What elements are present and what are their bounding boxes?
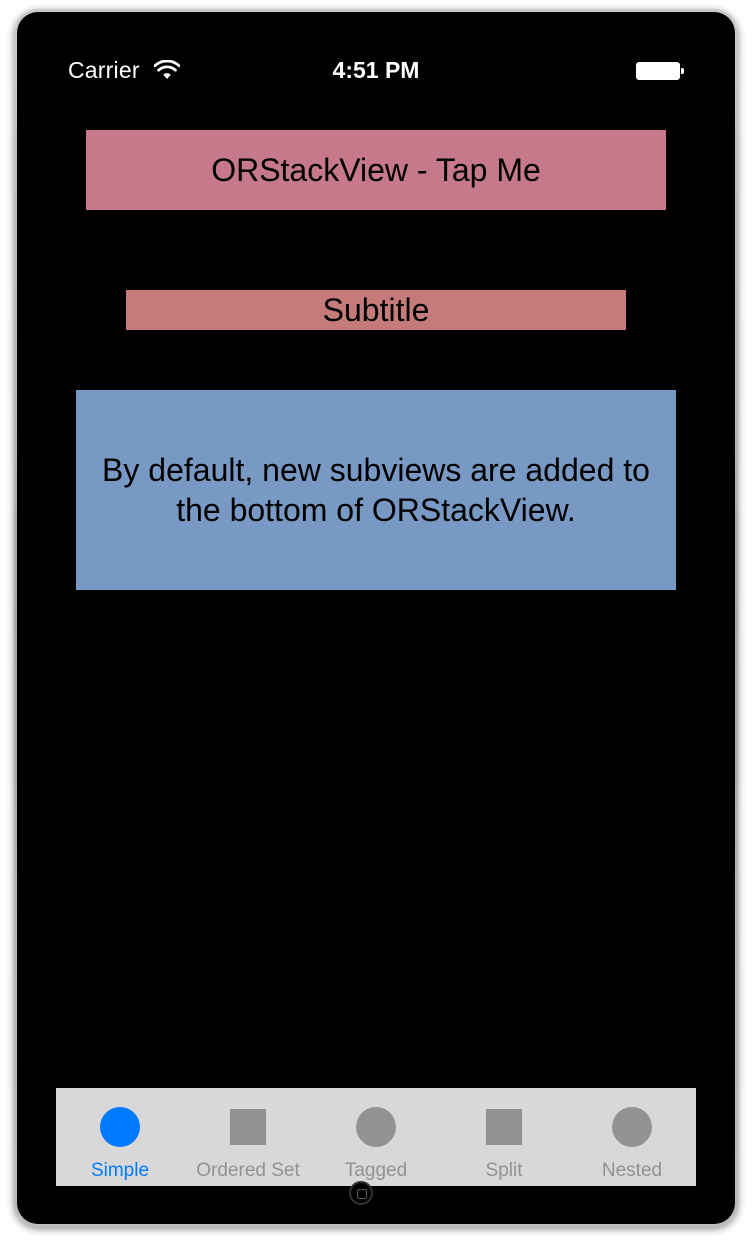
app-screen: Carrier 4:51 PM ORStackView - Tap Me Sub… (56, 40, 696, 1186)
tab-tagged[interactable]: Tagged (312, 1088, 440, 1186)
status-bar: Carrier 4:51 PM (56, 40, 696, 100)
tab-simple[interactable]: Simple (56, 1088, 184, 1186)
subtitle-view: Subtitle (126, 290, 626, 330)
description-label: By default, new subviews are added to th… (102, 452, 650, 528)
title-tap-button[interactable]: ORStackView - Tap Me (86, 130, 666, 210)
tab-split[interactable]: Split (440, 1088, 568, 1186)
carrier-label: Carrier (68, 57, 140, 83)
circle-icon (612, 1107, 652, 1147)
circle-icon (100, 1107, 140, 1147)
home-button[interactable] (349, 1181, 373, 1205)
status-time: 4:51 PM (332, 57, 420, 83)
tab-label-ordered-set: Ordered Set (196, 1160, 300, 1181)
title-button-label: ORStackView - Tap Me (211, 151, 541, 188)
square-icon (230, 1109, 266, 1145)
subtitle-label: Subtitle (322, 291, 430, 328)
wifi-icon (154, 60, 180, 79)
tab-label-simple: Simple (90, 1160, 150, 1181)
tab-bar: Simple Ordered Set Tagged Split Nested (56, 1088, 696, 1186)
circle-icon (356, 1107, 396, 1147)
tab-label-split: Split (485, 1160, 523, 1181)
tab-label-tagged: Tagged (344, 1160, 408, 1181)
tab-ordered-set[interactable]: Ordered Set (184, 1088, 312, 1186)
tab-nested[interactable]: Nested (568, 1088, 696, 1186)
square-icon (486, 1109, 522, 1145)
tab-label-nested: Nested (601, 1160, 663, 1181)
battery-full-icon (636, 62, 684, 80)
description-view: By default, new subviews are added to th… (76, 390, 676, 590)
